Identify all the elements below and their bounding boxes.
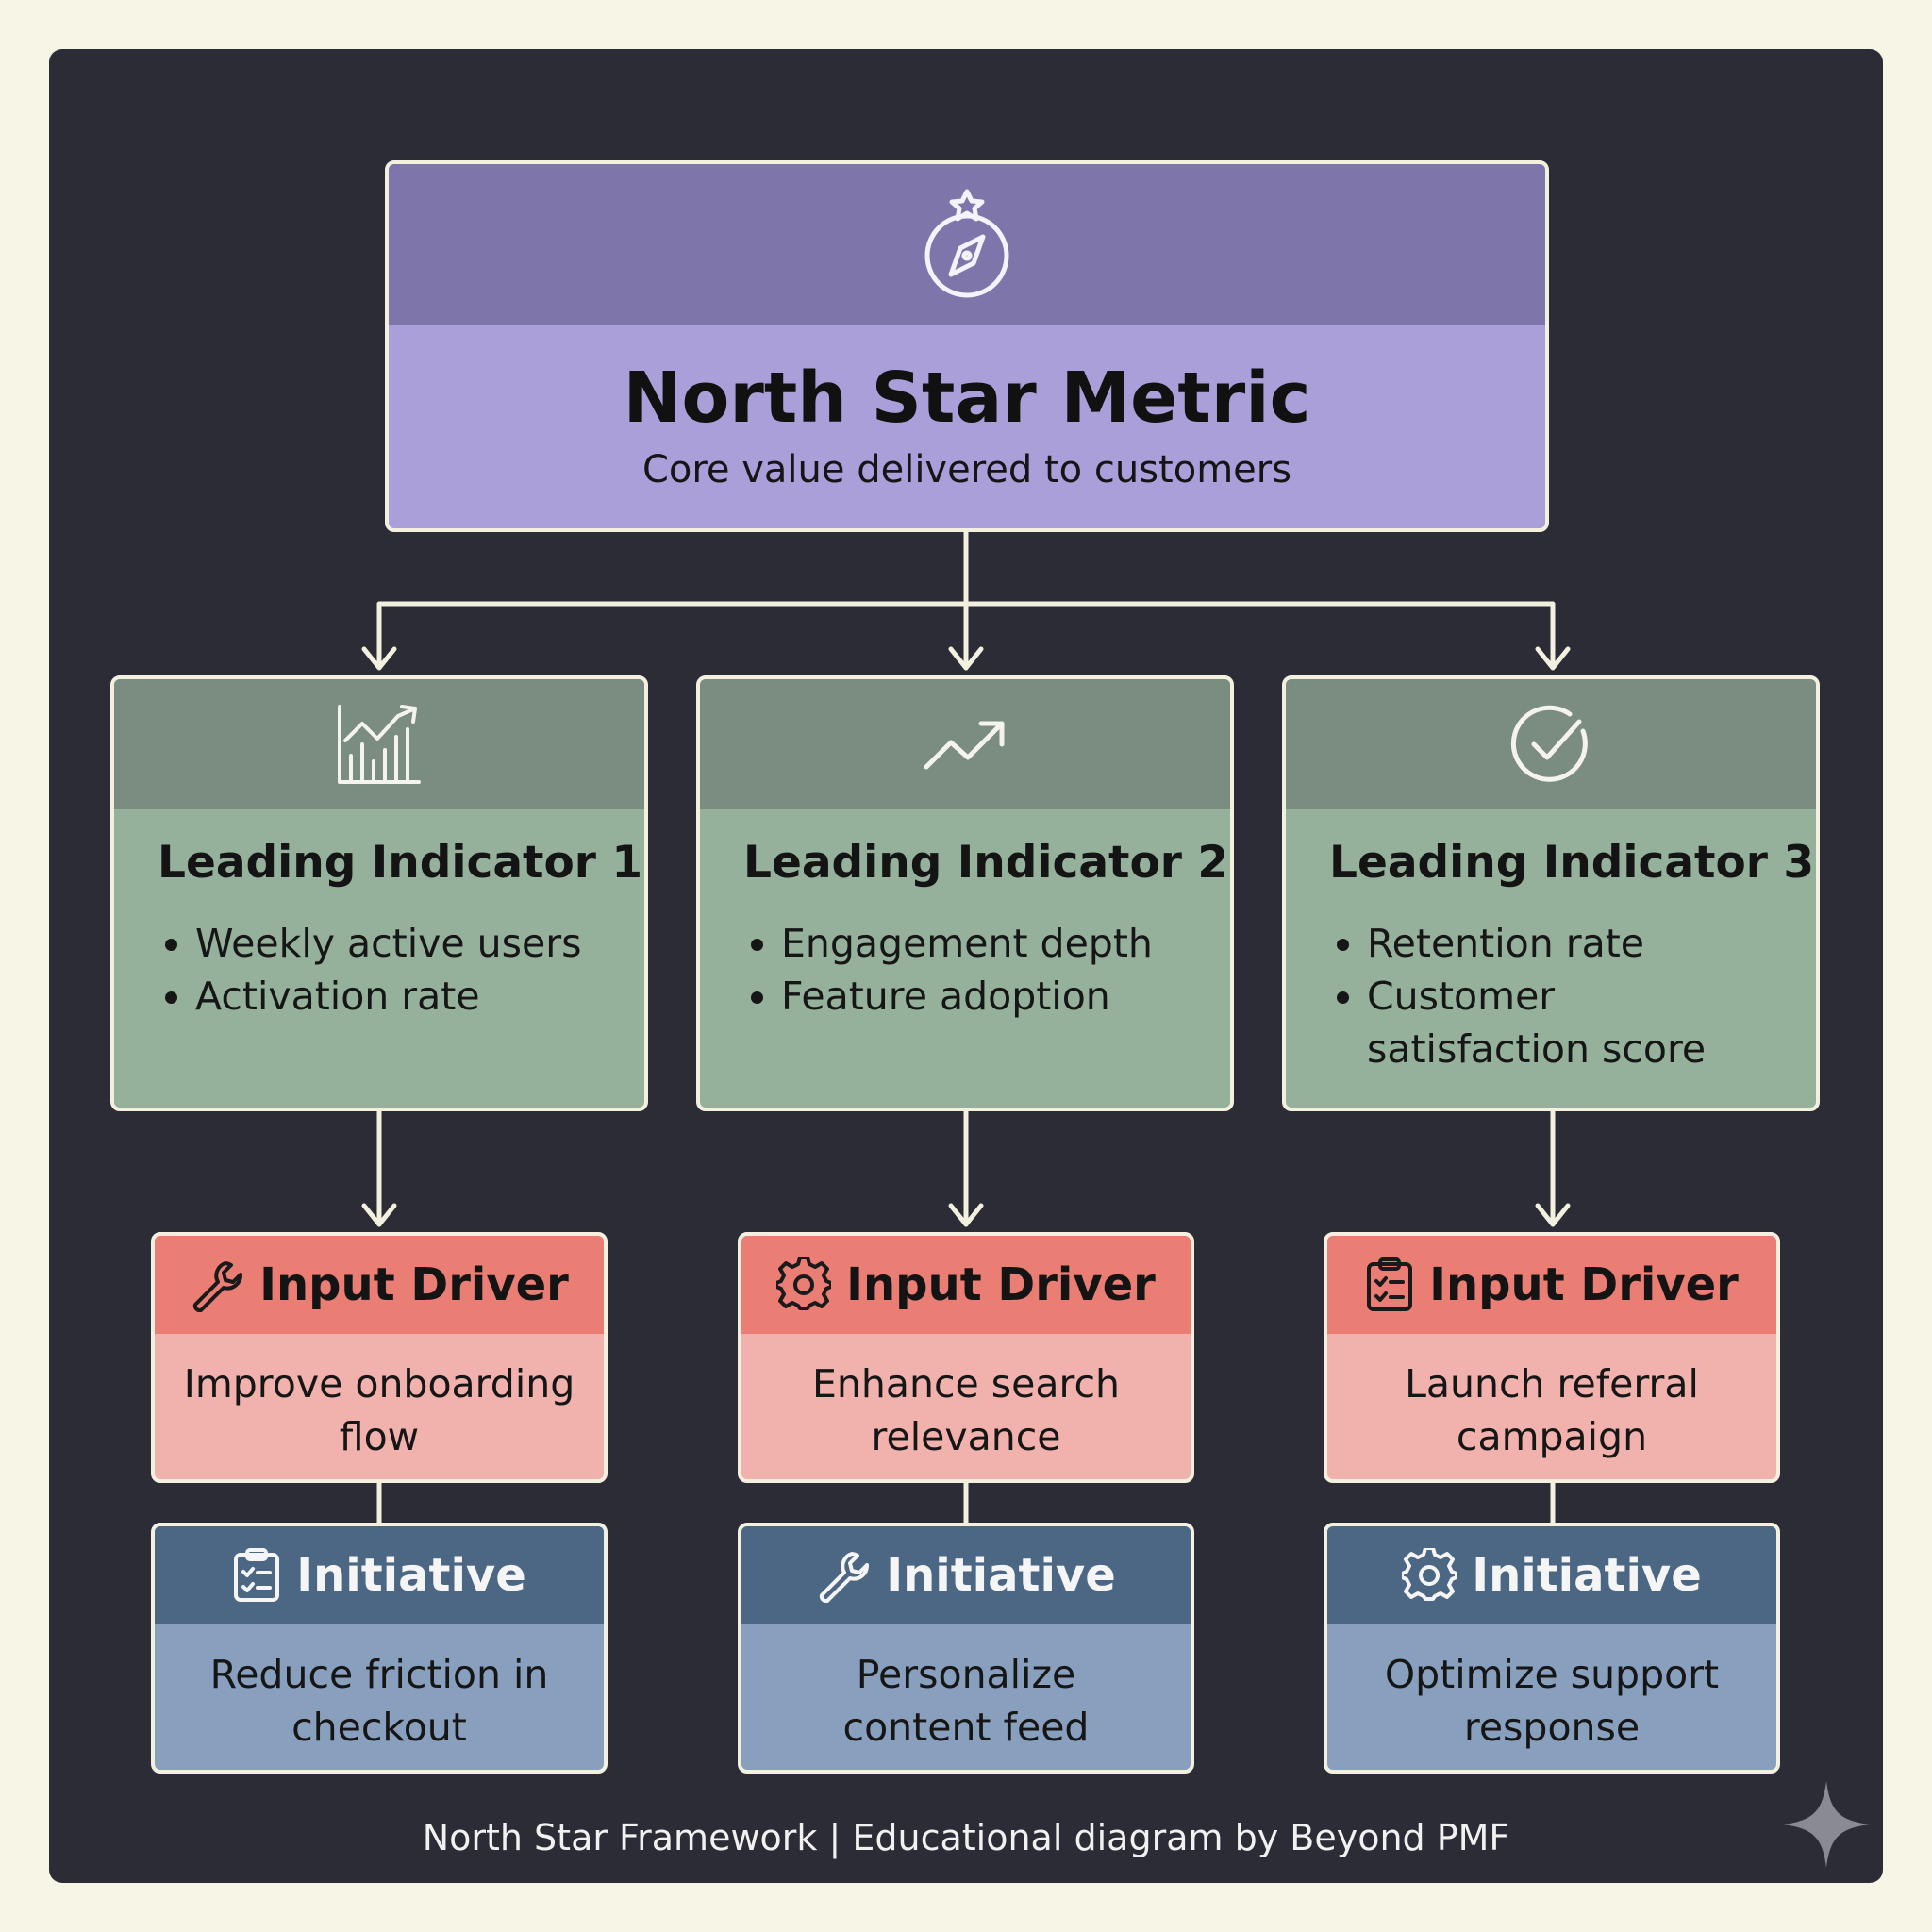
input-driver-header: Input Driver xyxy=(741,1236,1191,1334)
list-item: Engagement depth xyxy=(781,917,1187,970)
bar-chart-icon xyxy=(336,703,423,786)
initiative-header: Initiative xyxy=(1327,1526,1776,1624)
initiative-card-3: Initiative Optimize support response xyxy=(1324,1523,1780,1774)
initiative-card-2: Initiative Personalize content feed xyxy=(738,1523,1194,1774)
initiative-body: Reduce friction in checkout xyxy=(155,1624,604,1770)
leading-indicator-title: Leading Indicator 3 xyxy=(1329,837,1815,889)
leading-indicator-body: Leading Indicator 3 Retention rate Custo… xyxy=(1286,809,1816,1108)
leading-indicator-list: Retention rate Customer satisfaction sco… xyxy=(1329,917,1773,1075)
arrowhead-driver3 xyxy=(1535,1203,1571,1227)
initiative-card-1: Initiative Reduce friction in checkout xyxy=(151,1523,608,1774)
initiative-label: Initiative xyxy=(886,1549,1116,1602)
leading-indicator-body: Leading Indicator 1 Weekly active users … xyxy=(114,809,644,1108)
initiative-text: Personalize content feed xyxy=(842,1652,1090,1750)
input-driver-header: Input Driver xyxy=(1327,1236,1776,1334)
input-driver-label: Input Driver xyxy=(1429,1258,1739,1311)
input-driver-card-1: Input Driver Improve onboarding flow xyxy=(151,1232,608,1483)
input-driver-body: Enhance search relevance xyxy=(741,1334,1191,1479)
initiative-body: Optimize support response xyxy=(1327,1624,1776,1770)
arrowhead-driver1 xyxy=(361,1203,397,1227)
clipboard-icon xyxy=(232,1547,281,1604)
wrench-icon xyxy=(816,1548,871,1603)
initiative-label: Initiative xyxy=(296,1549,526,1602)
gear-icon xyxy=(1402,1548,1457,1603)
initiative-text: Optimize support response xyxy=(1384,1652,1720,1750)
check-circle-icon xyxy=(1509,703,1592,786)
north-star-card: North Star Metric Core value delivered t… xyxy=(385,160,1549,532)
input-driver-text: Improve onboarding flow xyxy=(183,1361,575,1459)
initiative-body: Personalize content feed xyxy=(741,1624,1191,1770)
leading-indicator-list: Engagement depth Feature adoption xyxy=(743,917,1187,1023)
clipboard-icon xyxy=(1365,1257,1414,1313)
wrench-icon xyxy=(190,1257,244,1312)
north-star-subtitle: Core value delivered to customers xyxy=(641,448,1292,491)
input-driver-body: Launch referral campaign xyxy=(1327,1334,1776,1479)
initiative-header: Initiative xyxy=(155,1526,604,1624)
leading-indicator-list: Weekly active users Activation rate xyxy=(158,917,601,1023)
sparkle-icon xyxy=(1779,1777,1874,1875)
input-driver-text: Enhance search relevance xyxy=(812,1361,1120,1459)
list-item: Customer satisfaction score xyxy=(1367,970,1773,1075)
list-item: Feature adoption xyxy=(781,970,1187,1023)
footer-caption: North Star Framework | Educational diagr… xyxy=(422,1817,1510,1858)
list-item: Weekly active users xyxy=(195,917,601,970)
input-driver-body: Improve onboarding flow xyxy=(155,1334,604,1479)
leading-indicator-header xyxy=(1286,679,1816,809)
input-driver-header: Input Driver xyxy=(155,1236,604,1334)
list-item: Activation rate xyxy=(195,970,601,1023)
arrowhead-li1 xyxy=(361,646,397,671)
input-driver-text: Launch referral campaign xyxy=(1405,1361,1699,1459)
leading-indicator-header xyxy=(114,679,644,809)
initiative-label: Initiative xyxy=(1472,1549,1702,1602)
arrowhead-driver2 xyxy=(948,1203,984,1227)
compass-icon xyxy=(920,188,1014,301)
input-driver-label: Input Driver xyxy=(259,1258,569,1311)
leading-indicator-header xyxy=(700,679,1230,809)
initiative-header: Initiative xyxy=(741,1526,1191,1624)
arrowhead-li2 xyxy=(948,646,984,671)
leading-indicator-title: Leading Indicator 2 xyxy=(743,837,1229,889)
connector-branch xyxy=(376,601,1556,669)
leading-indicator-card-3: Leading Indicator 3 Retention rate Custo… xyxy=(1282,675,1820,1111)
initiative-text: Reduce friction in checkout xyxy=(209,1652,549,1750)
input-driver-label: Input Driver xyxy=(846,1258,1156,1311)
leading-indicator-title: Leading Indicator 1 xyxy=(158,837,643,889)
input-driver-card-2: Input Driver Enhance search relevance xyxy=(738,1232,1194,1483)
trend-up-icon xyxy=(923,716,1008,773)
leading-indicator-card-1: Leading Indicator 1 Weekly active users … xyxy=(110,675,648,1111)
north-star-body: North Star Metric Core value delivered t… xyxy=(389,325,1545,528)
north-star-header xyxy=(389,164,1545,325)
input-driver-card-3: Input Driver Launch referral campaign xyxy=(1324,1232,1780,1483)
arrowhead-li3 xyxy=(1535,646,1571,671)
leading-indicator-body: Leading Indicator 2 Engagement depth Fea… xyxy=(700,809,1230,1108)
list-item: Retention rate xyxy=(1367,917,1773,970)
gear-icon xyxy=(776,1257,832,1312)
north-star-title: North Star Metric xyxy=(623,358,1311,439)
leading-indicator-card-2: Leading Indicator 2 Engagement depth Fea… xyxy=(696,675,1234,1111)
